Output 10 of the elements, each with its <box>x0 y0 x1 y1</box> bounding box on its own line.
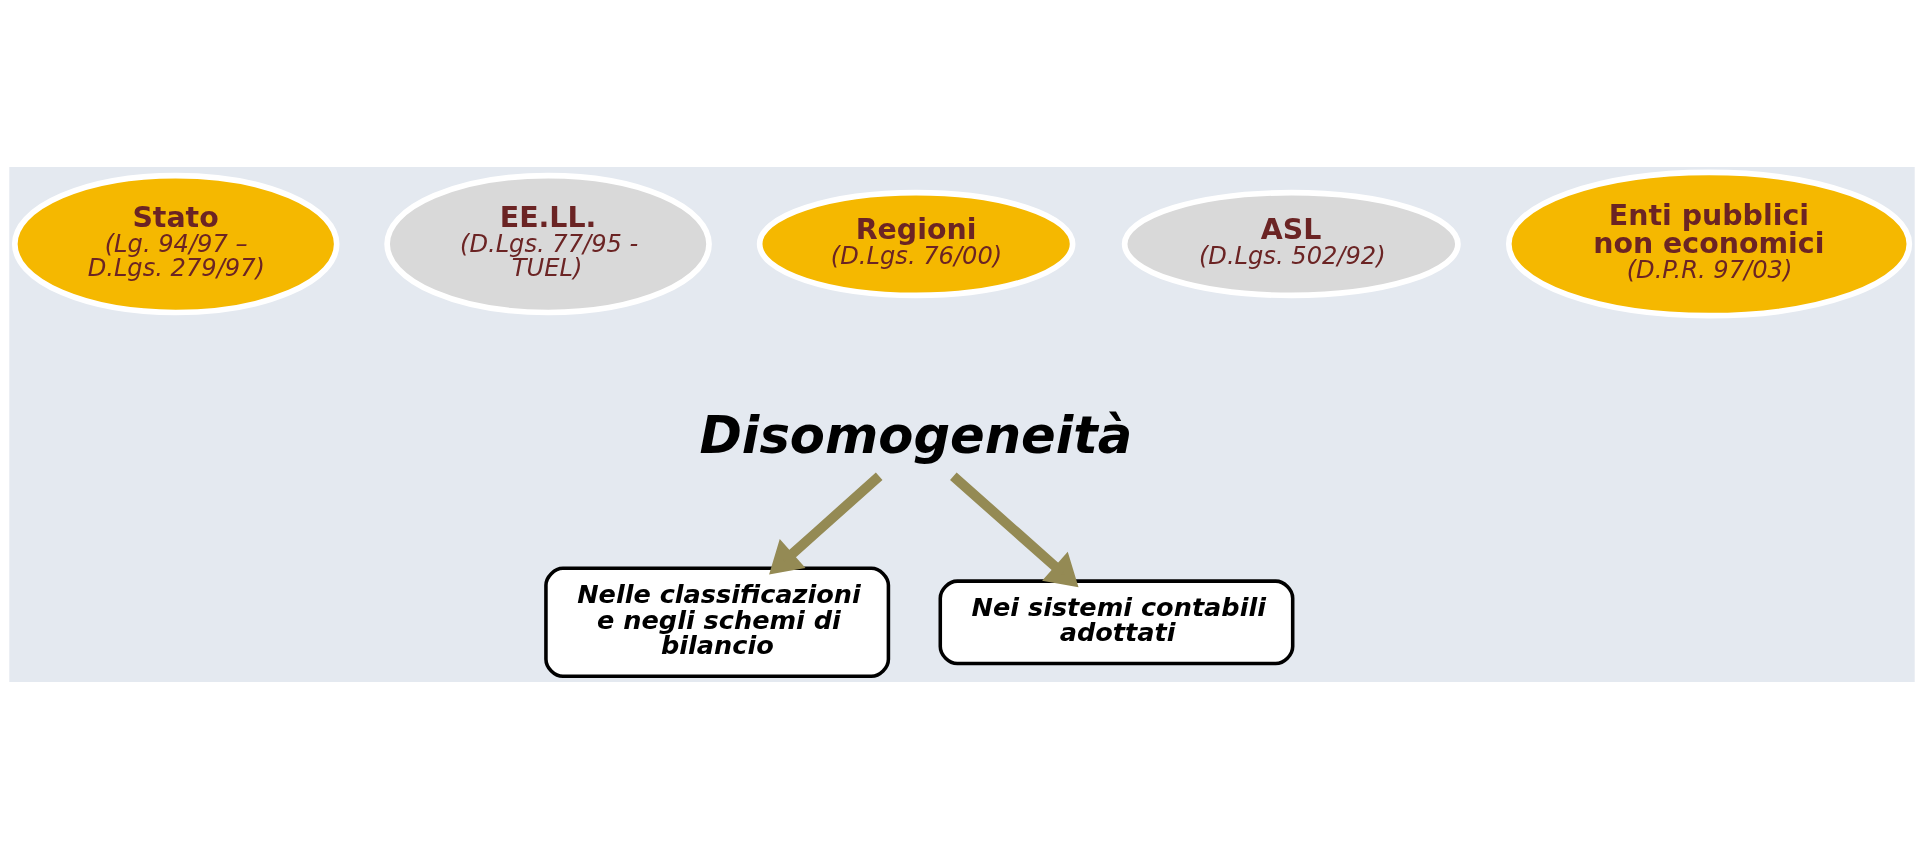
node-text: Disomogeneità <box>698 405 1132 465</box>
node-ellipse: Stato (Lg. 94/97 – D.Lgs. 279/97) <box>11 172 340 315</box>
node-box: Nei sistemi contabili adottati <box>938 578 1294 665</box>
node-box: Nelle classificazioni e negli schemi di bilancio <box>543 566 890 678</box>
arrow <box>768 472 882 575</box>
node-ellipse: EE.LL. (D.Lgs. 77/95 - TUEL) <box>383 172 712 315</box>
node-ellipse: Regioni (D.Lgs. 76/00) <box>756 189 1075 298</box>
arrow <box>949 472 1079 587</box>
node-ellipse: ASL (D.Lgs. 502/92) <box>1121 189 1461 298</box>
node-ellipse: Enti pubblici non economici (D.P.R. 97/03) <box>1505 169 1912 318</box>
